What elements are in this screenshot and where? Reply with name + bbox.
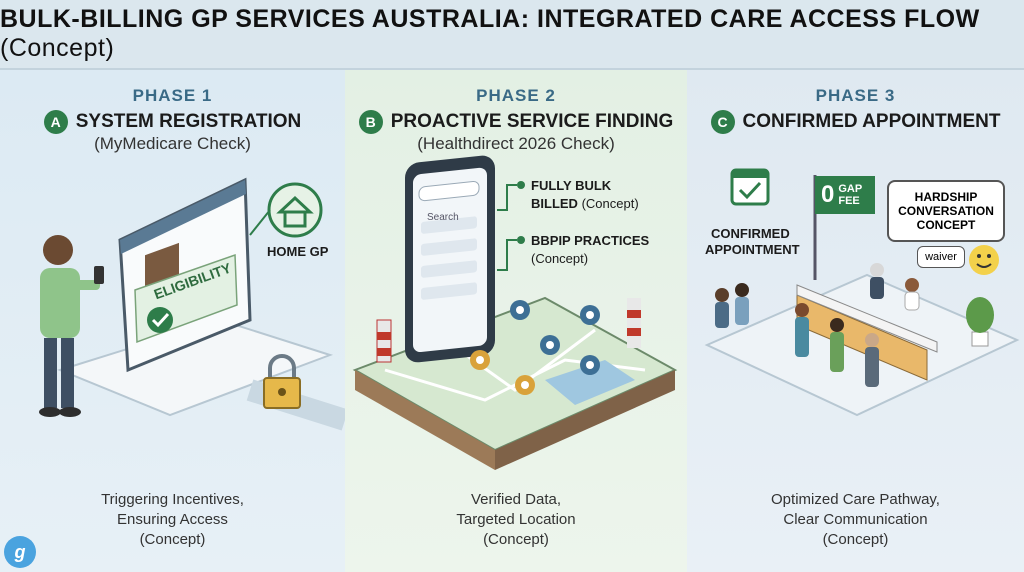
hardship-line: HARDSHIP	[914, 190, 978, 204]
lock-icon	[263, 354, 301, 409]
home-gp-label: HOME GP	[267, 244, 329, 259]
hardship-line: CONCEPT	[916, 218, 976, 232]
map-pin-icon	[515, 375, 535, 395]
confirmed-label-2: APPOINTMENT	[705, 242, 800, 257]
waiting-people	[715, 263, 920, 387]
phase-title: PROACTIVE SERVICE FINDING	[390, 111, 674, 132]
gap-fee-text: GAP FEE	[838, 183, 862, 207]
browser-window	[118, 177, 252, 373]
phase-badge: C	[710, 110, 735, 134]
phase-badge: B	[358, 110, 383, 134]
caption-line: (Concept)	[483, 531, 549, 548]
phase-label: PHASE 1	[132, 86, 213, 105]
caption-line: Optimized Care Pathway,	[771, 491, 940, 508]
phase-heading: A SYSTEM REGISTRATION	[0, 110, 345, 134]
phase-label: PHASE 3	[815, 86, 896, 105]
map-pin-icon	[580, 355, 600, 375]
title-main: BULK-BILLING GP SERVICES AUSTRALIA: INTE…	[0, 5, 980, 33]
gap-fee-flag: 0 GAP FEE	[815, 176, 875, 214]
phase-subtitle: (Healthdirect 2026 Check)	[417, 134, 615, 153]
phase-b-panel: PHASE 2 B PROACTIVE SERVICE FINDING (Hea…	[345, 70, 687, 572]
bulk-billed-label: FULLY BULK	[531, 178, 612, 193]
phase-a-panel: PHASE 1 A SYSTEM REGISTRATION (MyMedicar…	[0, 70, 345, 572]
caption-line: Triggering Incentives,	[101, 491, 244, 508]
home-icon	[267, 182, 323, 238]
phase-badge: A	[43, 110, 68, 134]
caption-line: Targeted Location	[456, 511, 576, 528]
brand-logo-icon: g	[4, 536, 36, 568]
phase-heading: B PROACTIVE SERVICE FINDING	[345, 110, 687, 134]
page-title: BULK-BILLING GP SERVICES AUSTRALIA: INTE…	[0, 5, 1024, 63]
map-pin-icon	[510, 300, 530, 320]
person-figure	[39, 235, 104, 417]
lighthouse-icon	[627, 298, 641, 348]
waiver-bubble: waiver	[917, 246, 965, 268]
bbpip-label: BBPIP PRACTICES	[531, 233, 650, 248]
phase-heading: C CONFIRMED APPOINTMENT	[687, 110, 1024, 134]
caption-line: Clear Communication	[783, 511, 928, 528]
calendar-check-icon	[730, 168, 770, 206]
phase-title: CONFIRMED APPOINTMENT	[742, 111, 1001, 132]
bbpip-suffix: (Concept)	[531, 251, 589, 266]
plant-icon	[966, 297, 994, 347]
map-pin-icon	[540, 335, 560, 355]
caption-line: Verified Data,	[470, 491, 562, 508]
confirmed-label: CONFIRMED	[711, 226, 790, 241]
lighthouse-icon	[376, 319, 392, 363]
bulk-billed-label-2: BILLED (Concept)	[531, 196, 639, 211]
appointment-illustration	[704, 168, 1020, 417]
hardship-bubble: HARDSHIP CONVERSATION CONCEPT	[887, 180, 1005, 242]
smiley-icon	[969, 245, 999, 275]
phase-label: PHASE 2	[476, 86, 556, 105]
phase-c-panel: PHASE 3 C CONFIRMED APPOINTMENT CONFIRME…	[687, 70, 1024, 572]
hardship-line: CONVERSATION	[898, 204, 994, 218]
bulk-billed-suffix: (Concept)	[581, 196, 639, 211]
fee-word: FEE	[838, 195, 860, 207]
phase-caption: Triggering Incentives, Ensuring Access (…	[0, 490, 345, 550]
title-bar: BULK-BILLING GP SERVICES AUSTRALIA: INTE…	[0, 0, 1024, 70]
map-pin-icon	[580, 305, 600, 325]
gap-word: GAP	[838, 183, 863, 195]
registration-illustration	[39, 177, 345, 431]
phase-subtitle: (MyMedicare Check)	[94, 134, 251, 153]
check-icon	[147, 307, 173, 333]
phase-caption: Optimized Care Pathway, Clear Communicat…	[687, 490, 1024, 550]
waiver-label: waiver	[925, 251, 957, 263]
service-finding-illustration	[352, 155, 678, 470]
phase-title: SYSTEM REGISTRATION	[75, 111, 302, 132]
bulk-billed-word: BILLED	[531, 196, 578, 211]
caption-line: (Concept)	[822, 531, 889, 548]
phase-caption: Verified Data, Targeted Location (Concep…	[345, 490, 687, 550]
caption-line: Ensuring Access	[117, 511, 228, 528]
search-field-label: Search	[427, 212, 459, 223]
title-suffix: (Concept)	[0, 34, 115, 62]
gap-fee-zero: 0	[821, 181, 835, 208]
phone	[405, 155, 495, 363]
map-pin-icon	[470, 350, 490, 370]
caption-line: (Concept)	[139, 531, 206, 548]
